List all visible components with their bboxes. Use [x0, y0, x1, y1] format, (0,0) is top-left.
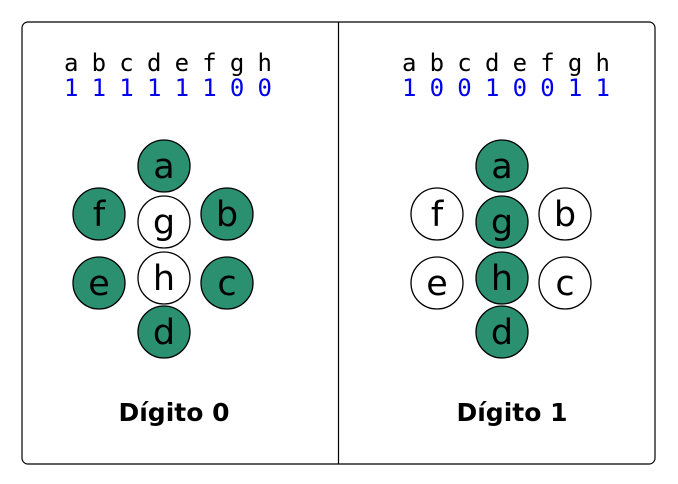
- digit-title: Dígito 0: [118, 398, 229, 427]
- segment-letters-header: a b c d e f g h: [402, 49, 610, 77]
- segment-e-label: e: [88, 264, 110, 304]
- segment-labels: a b c d e f g h: [426, 147, 576, 353]
- segment-b-label: b: [216, 195, 238, 235]
- segment-bits-header: 1 1 1 1 1 1 0 0: [64, 74, 272, 102]
- segment-letters-header: a b c d e f g h: [64, 49, 272, 77]
- segment-f-label: f: [431, 195, 444, 235]
- segment-g-label: g: [491, 203, 513, 243]
- digit-title: Dígito 1: [456, 398, 567, 427]
- segment-e-circle: [410, 256, 464, 310]
- segment-g-circle: [475, 195, 529, 249]
- segment-circles: [410, 139, 592, 359]
- segment-circles: [72, 139, 254, 359]
- segment-d-circle: [475, 305, 529, 359]
- segment-h-circle: [137, 251, 191, 305]
- segment-b-circle: [200, 187, 254, 241]
- segment-c-label: c: [217, 264, 236, 304]
- segment-a-circle: [475, 139, 529, 193]
- segment-f-circle: [72, 187, 126, 241]
- segment-h-circle: [475, 251, 529, 305]
- panel-digit-0: a b c d e f g h 1 1 1 1 1 1 0 0 a b c d …: [64, 49, 272, 427]
- segment-c-circle: [538, 256, 592, 310]
- segment-e-circle: [72, 256, 126, 310]
- segment-a-label: a: [491, 147, 512, 187]
- segment-f-circle: [410, 187, 464, 241]
- segment-f-label: f: [93, 195, 106, 235]
- segment-d-circle: [137, 305, 191, 359]
- segment-d-label: d: [491, 313, 513, 353]
- segment-e-label: e: [426, 264, 448, 304]
- segment-c-circle: [200, 256, 254, 310]
- segment-b-label: b: [554, 195, 576, 235]
- segment-d-label: d: [153, 313, 175, 353]
- panel-digit-1: a b c d e f g h 1 0 0 1 0 0 1 1 a b c d …: [402, 49, 610, 427]
- segment-c-label: c: [555, 264, 574, 304]
- segment-a-circle: [137, 139, 191, 193]
- segment-h-label: h: [491, 259, 513, 299]
- segment-bits-header: 1 0 0 1 0 0 1 1: [402, 74, 610, 102]
- segment-h-label: h: [153, 259, 175, 299]
- segment-b-circle: [538, 187, 592, 241]
- segment-g-circle: [137, 195, 191, 249]
- segment-a-label: a: [153, 147, 174, 187]
- segment-g-label: g: [153, 203, 175, 243]
- segment-labels: a b c d e f g h: [88, 147, 238, 353]
